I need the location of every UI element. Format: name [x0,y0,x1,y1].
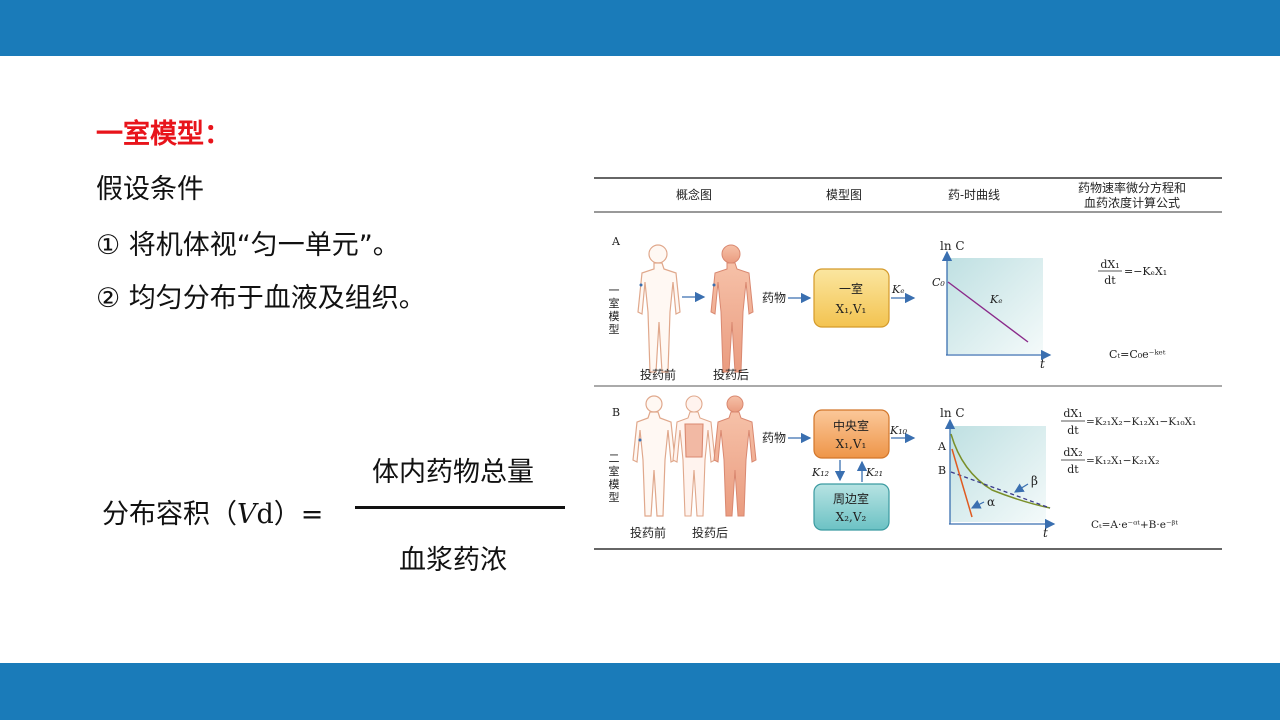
formula-lhs-suffix: ）= [273,499,324,530]
row-a-side-char-2: 室 [609,296,620,310]
assumption-item-1: ① 将机体视“匀一单元”。 [96,230,400,261]
one-compartment-title: 一室 [839,281,863,296]
formula-numerator: 体内药物总量 [372,457,534,488]
row-a-letter: A [611,235,621,248]
assumption-item-2: ② 均匀分布于血液及组织。 [96,283,426,314]
row-b-a-label: A [937,440,947,453]
row-a-dose-dot-after [712,283,716,287]
row-a-axis-y-label: ln C [940,239,965,253]
row-b-eq3: Cₜ=A·e⁻ᵅᵗ+B·e⁻ᵝᵗ [1091,519,1178,531]
row-b-eq2-denominator: dt [1067,463,1079,476]
row-b-after-label: 投药后 [692,525,728,540]
row-b-alpha-label: α [987,495,995,509]
row-b-beta-line [950,471,1051,509]
row-b-eq1-rhs: =K₂₁X₂−K₁₂X₁−K₁₀X₁ [1086,416,1196,428]
row-a-eq1-rhs: =−KₑX₁ [1124,265,1167,278]
row-a-plot-area [947,258,1043,354]
row-a-c0-label: C₀ [932,276,945,289]
row-b-side-char-3: 模 [609,478,620,491]
compartment-model-figure: 概念图 模型图 药-时曲线 药物速率微分方程和 血药浓度计算公式 A 一 室 模… [594,177,1222,550]
header-equation-line1: 药物速率微分方程和 [1078,180,1186,195]
header-equation-line2: 血药浓度计算公式 [1084,195,1180,210]
row-a-body-after-illustration [710,244,754,373]
volume-of-distribution-formula: 分布容积（Vd）= 体内药物总量 血浆药浓 [102,457,572,580]
central-compartment-title: 中央室 [833,418,869,433]
row-a-eq2: Cₜ=C₀e⁻ᵏᵉᵗ [1109,348,1166,361]
peripheral-compartment-vars: X₂,V₂ [836,510,867,524]
formula-v-symbol: V [237,499,257,530]
peripheral-compartment-title: 周边室 [833,491,869,506]
row-b-side-char-4: 型 [609,490,620,504]
row-b-drug-label: 药物 [762,431,786,445]
row-b-eq1-numerator: dX₁ [1063,407,1082,420]
row-b-biexponential-curve [950,433,1051,509]
formula-denominator: 血浆药浓 [399,545,507,576]
row-b-axis-x-label: t [1043,526,1048,540]
row-b-dose-dot [638,438,642,442]
row-b-k10-label: K₁₀ [889,424,908,437]
row-a-side-char-3: 模 [609,310,620,323]
row-a-concentration-line [947,281,1029,343]
row-b-alpha-pointer [970,499,985,509]
row-b-body-middle-illustration [672,395,716,517]
row-b-eq1-denominator: dt [1067,424,1079,437]
row-a-before-label: 投药前 [640,367,676,382]
row-a-drug-label: 药物 [762,291,786,305]
row-b-axis-y-label: ln C [940,406,965,420]
row-a-eq1-denominator: dt [1104,274,1116,287]
row-b-b-label: B [938,464,946,477]
row-b-k21-label: K₂₁ [865,466,883,479]
header-model: 模型图 [826,188,862,202]
row-a-dose-dot [639,283,643,287]
row-b-beta-pointer [1013,483,1029,493]
formula-lhs-prefix: 分布容积（ [102,499,237,530]
slide-heading: 一室模型： [96,119,231,150]
row-a-axis-x-label: t [1040,357,1045,371]
bottom-banner [0,663,1280,720]
one-compartment-box [813,268,890,328]
row-b-before-label: 投药前 [630,525,666,540]
peripheral-compartment-box [813,483,890,531]
row-b-k12-label: K₁₂ [811,466,829,479]
row-a-body-before-illustration [637,244,681,373]
row-b-eq2-rhs: =K₁₂X₁−K₂₁X₂ [1086,455,1160,467]
central-compartment-box [813,409,890,459]
assumption-title: 假设条件 [96,174,204,205]
row-a-side-char-1: 一 [609,284,620,297]
one-compartment-vars: X₁,V₁ [836,302,867,316]
formula-lhs: 分布容积（Vd）= [102,492,323,531]
row-a-curve-label: Kₑ [989,293,1002,306]
row-b-plot-area [950,426,1046,522]
row-b-alpha-line [951,448,973,518]
row-a-side-char-4: 型 [609,322,620,336]
row-b-side-char-2: 室 [609,464,620,478]
row-b-letter: B [612,406,620,419]
central-compartment-vars: X₁,V₁ [836,437,867,451]
fraction-bar [355,506,565,509]
row-a-ke-label: Kₑ [891,283,904,296]
row-a-after-label: 投药后 [713,367,749,382]
row-b-body-after-illustration [713,395,757,517]
header-curve: 药-时曲线 [948,188,1000,202]
row-b-beta-label: β [1031,474,1038,488]
formula-d-subscript: d [256,499,274,530]
row-b-body-before-illustration [632,395,676,517]
row-b-side-char-1: 二 [609,452,620,465]
row-a-eq1-numerator: dX₁ [1100,258,1119,271]
top-banner [0,0,1280,56]
header-concept: 概念图 [676,187,712,202]
row-b-eq2-numerator: dX₂ [1063,446,1082,459]
